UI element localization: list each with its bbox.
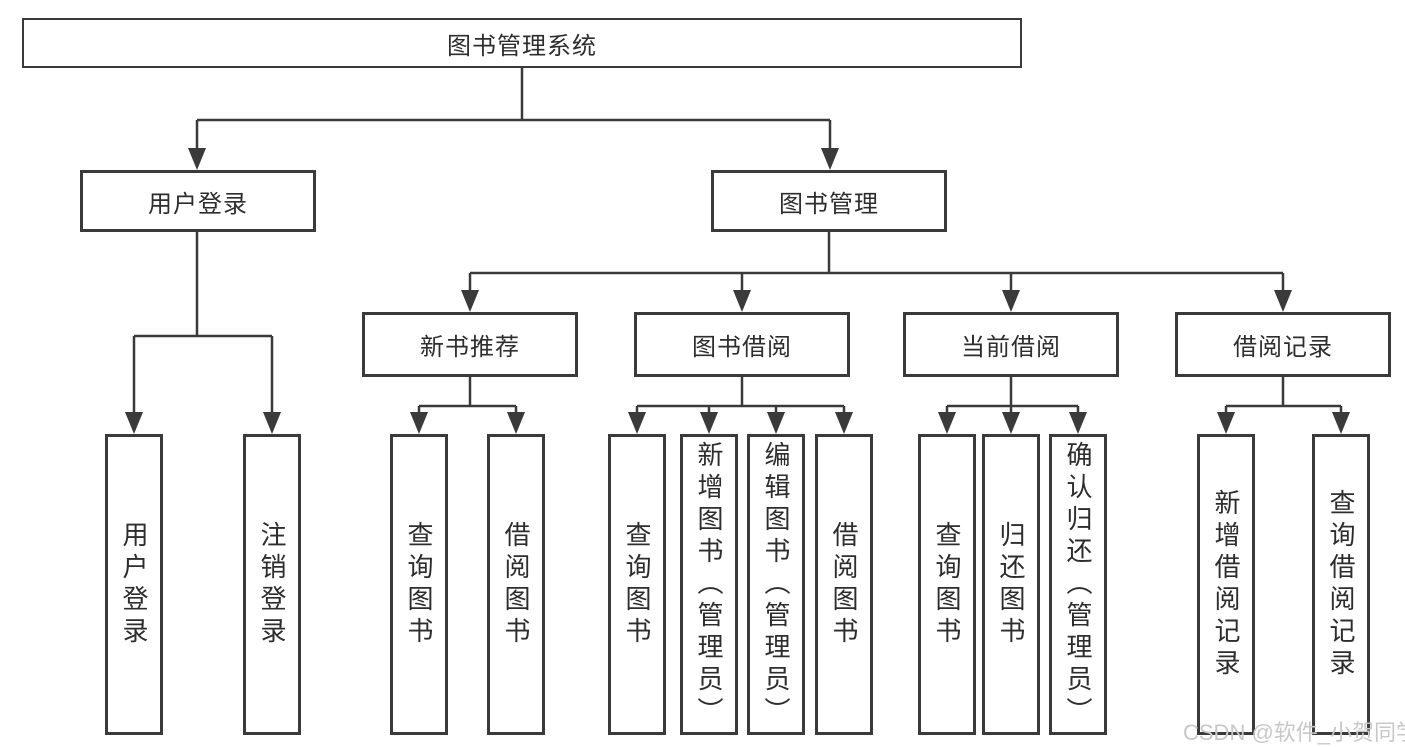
- node-leaf-logout: 注销登录: [243, 434, 301, 735]
- node-leaf-borrow-books-recommend: 借阅图书: [487, 434, 545, 735]
- node-leaf-query-books-recommend-label: 查询图书: [404, 520, 434, 649]
- node-leaf-query-books-current: 查询图书: [918, 434, 976, 735]
- node-leaf-query-borrow-record-label: 查询借阅记录: [1326, 488, 1356, 681]
- node-leaf-query-books-borrow: 查询图书: [608, 434, 666, 735]
- node-leaf-add-borrow-record: 新增借阅记录: [1197, 434, 1255, 735]
- node-leaf-user-login-label: 用户登录: [119, 520, 149, 649]
- node-borrow-record: 借阅记录: [1175, 312, 1391, 377]
- node-leaf-add-books-admin-label: 新增图书（管理员）: [694, 440, 724, 729]
- node-current-borrow-label: 当前借阅: [961, 334, 1061, 361]
- node-book-borrow-label: 图书借阅: [692, 334, 792, 361]
- node-leaf-edit-books-admin: 编辑图书（管理员）: [747, 434, 805, 735]
- node-leaf-query-borrow-record: 查询借阅记录: [1312, 434, 1370, 735]
- node-leaf-borrow-books: 借阅图书: [815, 434, 873, 735]
- node-leaf-confirm-return-admin: 确认归还（管理员）: [1049, 434, 1107, 735]
- node-leaf-logout-label: 注销登录: [257, 520, 287, 649]
- node-leaf-query-books-recommend: 查询图书: [390, 434, 448, 735]
- node-book-borrow: 图书借阅: [634, 312, 850, 377]
- node-root-label: 图书管理系统: [447, 32, 597, 60]
- node-leaf-query-books-current-label: 查询图书: [932, 520, 962, 649]
- node-leaf-user-login: 用户登录: [105, 434, 163, 735]
- node-root: 图书管理系统: [22, 18, 1022, 68]
- node-new-book-recommend: 新书推荐: [362, 312, 578, 377]
- node-leaf-return-books-label: 归还图书: [996, 520, 1026, 649]
- node-leaf-add-books-admin: 新增图书（管理员）: [680, 434, 738, 735]
- node-current-borrow: 当前借阅: [903, 312, 1119, 377]
- node-borrow-record-label: 借阅记录: [1233, 334, 1333, 361]
- node-user-login-label: 用户登录: [148, 190, 248, 218]
- node-user-login: 用户登录: [80, 170, 316, 232]
- watermark: CSDN @软件_小贺同学: [1183, 720, 1405, 745]
- node-leaf-query-books-borrow-label: 查询图书: [622, 520, 652, 649]
- node-leaf-confirm-return-admin-label: 确认归还（管理员）: [1063, 440, 1093, 729]
- node-leaf-return-books: 归还图书: [982, 434, 1040, 735]
- node-leaf-borrow-books-recommend-label: 借阅图书: [501, 520, 531, 649]
- node-leaf-borrow-books-label: 借阅图书: [829, 520, 859, 649]
- node-new-book-recommend-label: 新书推荐: [420, 334, 520, 361]
- node-leaf-edit-books-admin-label: 编辑图书（管理员）: [761, 440, 791, 729]
- node-leaf-add-borrow-record-label: 新增借阅记录: [1211, 488, 1241, 681]
- node-book-management: 图书管理: [711, 170, 947, 232]
- node-book-management-label: 图书管理: [779, 190, 879, 218]
